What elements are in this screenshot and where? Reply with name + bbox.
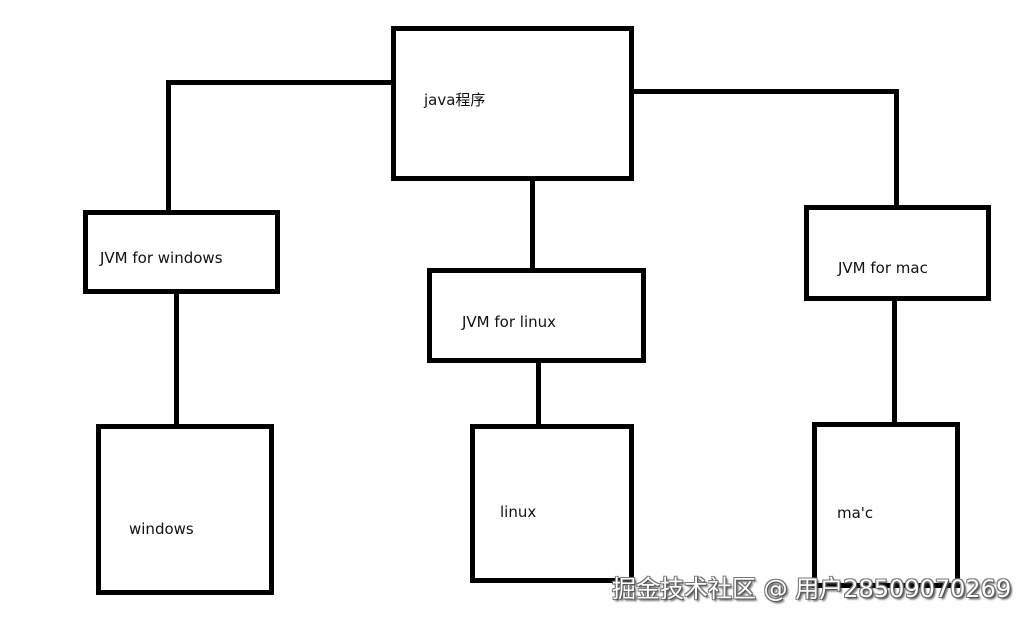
connector-jvm-mac-to-mac: [892, 298, 897, 422]
windows-label: windows: [129, 520, 194, 538]
watermark-text: 掘金技术社区 @ 用户28509070269: [612, 575, 1012, 603]
connector-root-to-mac-horizontal: [632, 89, 899, 94]
connector-root-to-windows-vertical: [166, 80, 171, 213]
java-program-box: java程序: [391, 26, 634, 181]
jvm-mac-box: JVM for mac: [804, 205, 991, 301]
jvm-linux-label: JVM for linux: [462, 313, 557, 331]
linux-box: linux: [470, 424, 634, 583]
jvm-windows-box: JVM for windows: [83, 210, 280, 294]
mac-box: ma'c: [812, 422, 960, 588]
jvm-mac-label: JVM for mac: [838, 259, 928, 277]
connector-root-to-linux-vertical: [530, 176, 535, 271]
mac-label: ma'c: [837, 504, 874, 522]
connector-root-to-mac-vertical: [894, 89, 899, 208]
java-program-label: java程序: [424, 91, 486, 109]
connector-root-to-windows-horizontal: [166, 80, 394, 85]
jvm-windows-label: JVM for windows: [100, 249, 223, 267]
connector-jvm-windows-to-windows: [174, 290, 179, 427]
linux-label: linux: [500, 503, 537, 521]
connector-jvm-linux-to-linux: [536, 360, 541, 428]
windows-box: windows: [96, 424, 274, 595]
jvm-linux-box: JVM for linux: [427, 268, 646, 363]
